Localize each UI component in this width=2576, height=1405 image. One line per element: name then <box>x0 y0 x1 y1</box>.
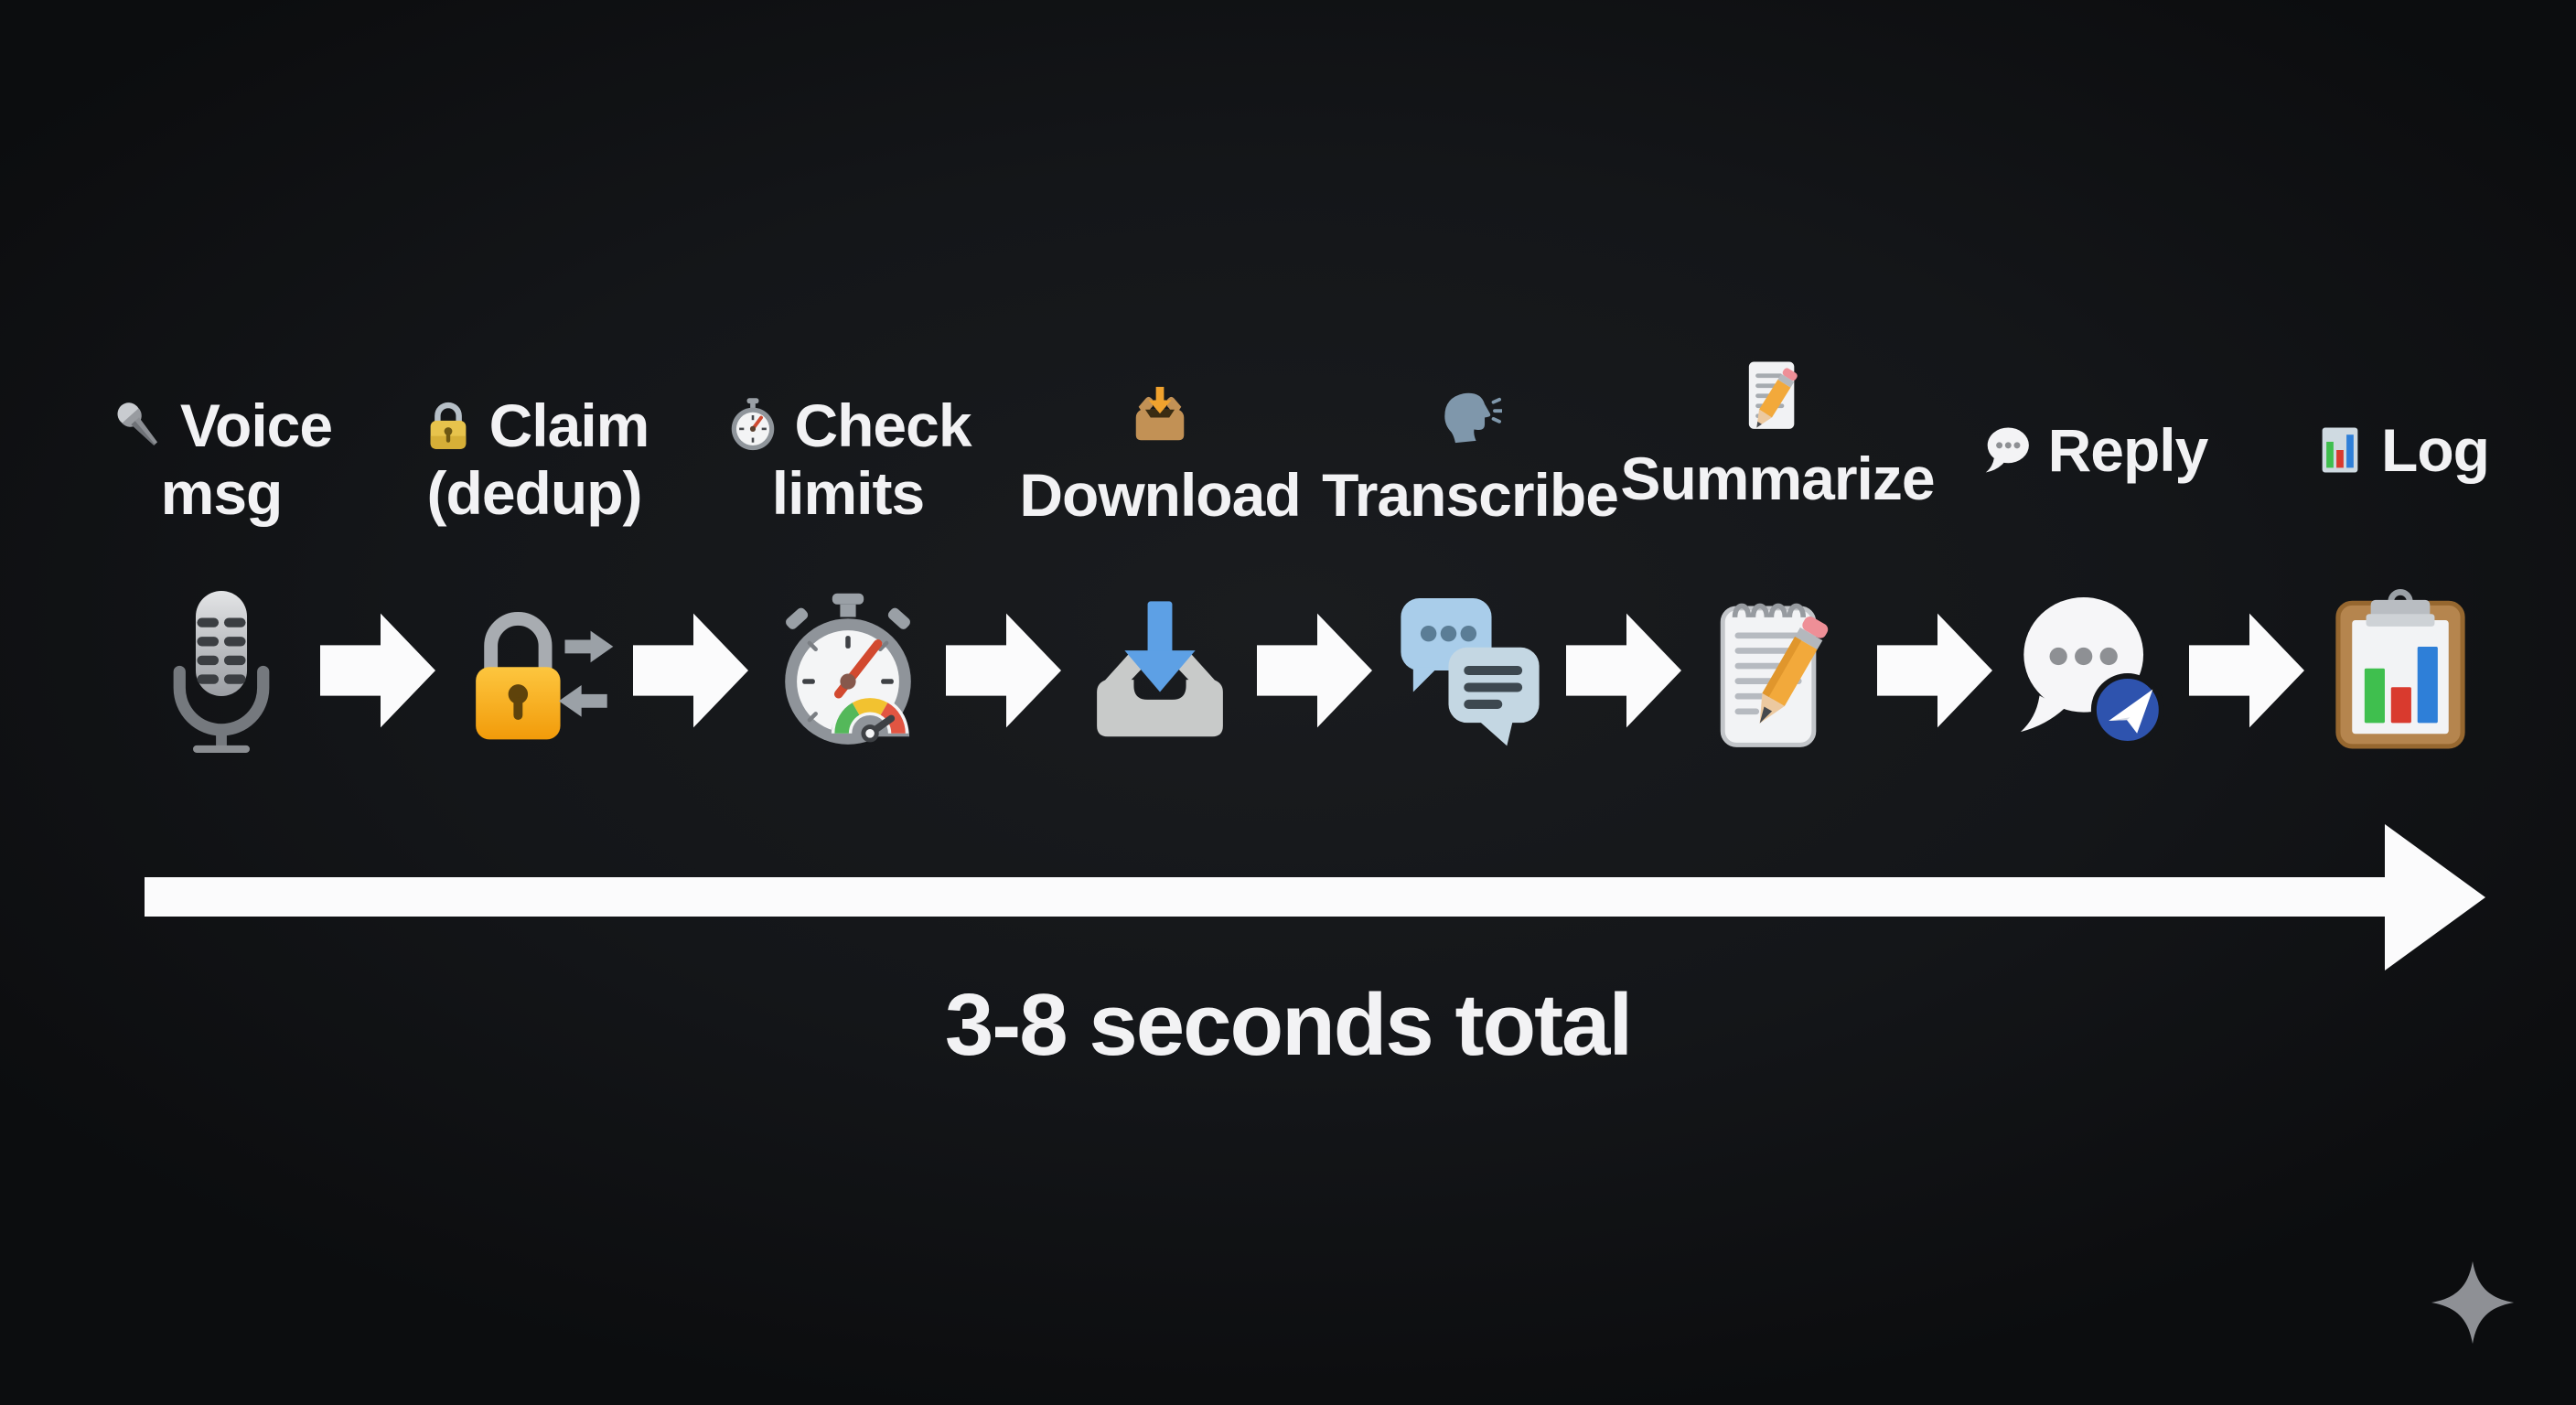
step-label-line1: Check <box>794 391 971 459</box>
step-label-check-limits: Check limits <box>674 391 1022 527</box>
padlock-sync-icon <box>476 612 614 740</box>
speech-balloon-icon <box>1985 427 2029 473</box>
download-tray-icon <box>1097 601 1223 737</box>
memo-pencil-icon <box>1748 361 1798 429</box>
stopwatch-gauge-icon <box>785 593 911 745</box>
bar-chart-icon <box>2322 427 2358 473</box>
step-label-line1: Voice <box>179 391 333 459</box>
step-label-voice-msg: Voice msg <box>48 391 395 527</box>
step-label-line1: Summarize <box>1620 445 1935 512</box>
flow-arrow-icon <box>946 613 1061 728</box>
step-label-reply: Reply <box>1919 416 2267 484</box>
microphone-icon <box>117 402 157 445</box>
step-label-download: Download <box>986 384 1334 529</box>
chat-bubbles-icon <box>1401 598 1540 746</box>
clipboard-chart-icon <box>2335 589 2465 749</box>
sparkle-icon <box>2431 1260 2515 1345</box>
studio-microphone-icon <box>173 590 270 753</box>
flow-arrow-icon <box>1566 613 1681 728</box>
step-label-transcribe: Transcribe <box>1296 384 1644 529</box>
flow-arrow-icon <box>1257 613 1372 728</box>
step-label-line1: Download <box>1019 461 1301 529</box>
step-label-line1: Reply <box>2047 416 2209 484</box>
step-label-log: Log <box>2227 416 2574 484</box>
stopwatch-icon <box>732 398 775 451</box>
notepad-pencil-icon <box>1720 603 1829 747</box>
step-label-summarize: Summarize <box>1604 357 1951 512</box>
step-label-line2: limits <box>771 459 925 527</box>
step-label-line1: Transcribe <box>1322 461 1619 529</box>
speaking-head-icon <box>1444 392 1502 444</box>
flow-arrow-icon <box>320 613 435 728</box>
step-label-line2: (dedup) <box>426 459 643 527</box>
timeline-caption: 3-8 seconds total <box>944 976 1633 1074</box>
step-label-line1: Log <box>2381 416 2490 484</box>
padlock-icon <box>430 402 466 449</box>
step-label-line2: msg <box>160 459 284 527</box>
reply-send-icon <box>2020 597 2164 746</box>
flow-arrow-icon <box>1877 613 1992 728</box>
timeline-arrow-icon <box>145 824 2485 971</box>
inbox-tray-icon <box>1135 386 1185 441</box>
step-label-line1: Claim <box>488 391 650 459</box>
flow-arrow-icon <box>2189 613 2304 728</box>
flow-arrow-icon <box>633 613 748 728</box>
step-label-claim-dedup: Claim (dedup) <box>360 391 708 527</box>
